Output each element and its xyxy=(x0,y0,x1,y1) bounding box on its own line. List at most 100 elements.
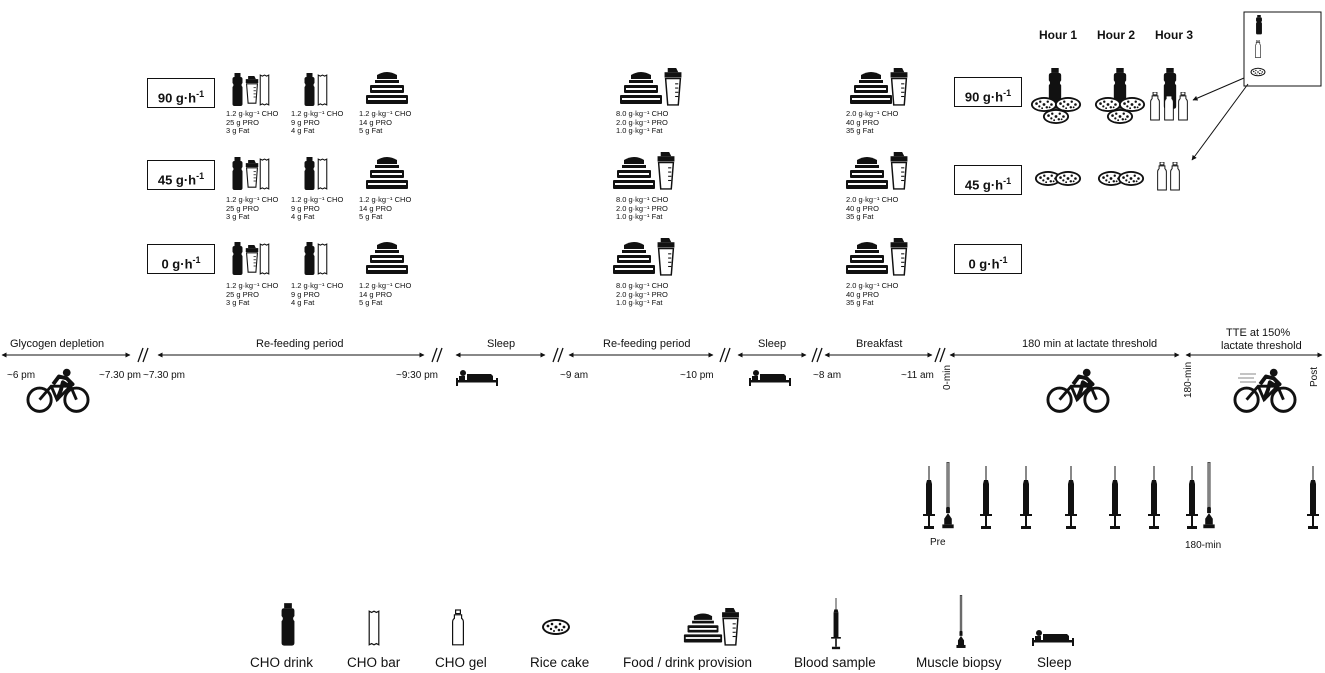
break-marks xyxy=(137,347,946,363)
blood-sample-icon xyxy=(979,466,993,530)
time-10pm: ~10 pm xyxy=(680,370,714,381)
cho-drink-icon xyxy=(1163,68,1177,109)
rate-box-0-left: 0 g·h-1 xyxy=(147,244,215,274)
phase-tte-line2: lactate threshold xyxy=(1221,340,1302,352)
shaker-icon xyxy=(656,238,676,276)
time-730pm-a: ~7.30 pm xyxy=(99,370,141,381)
legend-muscle-biopsy: Muscle biopsy xyxy=(916,655,1002,670)
shaker-icon xyxy=(663,68,683,106)
phase-tte-line1: TTE at 150% xyxy=(1226,327,1291,339)
rice-cake-icon xyxy=(1106,109,1134,124)
cyclist-icon xyxy=(1233,368,1297,414)
key-label-gel: 22 g CHO xyxy=(1279,44,1315,53)
legend-cho-bar: CHO bar xyxy=(347,655,401,670)
rice-cake-icon xyxy=(1054,97,1082,112)
time-730pm-b: ~7.30 pm xyxy=(143,370,185,381)
phase-sleep-2: Sleep xyxy=(758,338,787,350)
rice-cake-icon xyxy=(1034,171,1062,186)
blood-sample-icon xyxy=(1064,466,1078,530)
rice-cake-icon xyxy=(1054,171,1082,186)
label-pre: Pre xyxy=(930,537,946,548)
food-provision-icon xyxy=(613,242,655,274)
blood-sample-icon xyxy=(830,598,842,650)
food-provision-icon xyxy=(613,157,655,189)
exercise-intake xyxy=(1030,68,1188,191)
blood-sample-icon xyxy=(922,466,936,530)
cho-drink-icon xyxy=(304,73,315,106)
cho-drink-icon xyxy=(304,157,315,190)
cho-bar-icon xyxy=(368,610,380,646)
time-0min: 0-min xyxy=(942,364,953,390)
legend-blood-sample: Blood sample xyxy=(794,655,876,670)
shaker-icon xyxy=(889,238,909,276)
speed-lines-icon xyxy=(1238,373,1256,383)
key-arrow-1 xyxy=(1192,77,1245,101)
key-arrow-2 xyxy=(1191,83,1249,161)
key-gel-icon xyxy=(1254,40,1262,58)
hour-1-label: Hour 1 xyxy=(1039,28,1078,42)
muscle-biopsy-icon xyxy=(1203,462,1215,529)
rate-exp: -1 xyxy=(196,171,205,181)
rate-box-90-right: 90 g·h-1 xyxy=(954,77,1022,107)
sleep-icon xyxy=(456,370,498,386)
time-930pm: ~9:30 pm xyxy=(396,370,438,381)
cho-drink-icon xyxy=(232,157,243,190)
phase-refeed-1: Re-feeding period xyxy=(256,338,344,350)
legend-sleep: Sleep xyxy=(1037,655,1072,670)
cho-gel-icon xyxy=(1150,92,1160,121)
cho-gel-icon xyxy=(1178,92,1188,121)
cho-gel-icon xyxy=(1164,92,1174,121)
cho-bar-icon xyxy=(317,158,328,190)
food-provision-icon xyxy=(846,157,888,189)
shaker-icon xyxy=(245,159,259,188)
sleep-icon xyxy=(749,370,791,386)
cho-bar-icon xyxy=(317,74,328,106)
blood-sample-icon xyxy=(1147,466,1161,530)
hour-3-label: Hour 3 xyxy=(1155,28,1194,42)
key-label-ricecake: 23 g CHO xyxy=(1279,69,1315,78)
label-180min: 180-min xyxy=(1185,540,1222,551)
time-post: Post xyxy=(1309,366,1320,387)
cho-bar-icon xyxy=(259,74,270,106)
rice-cake-icon xyxy=(1117,171,1145,186)
hour-2-label: Hour 2 xyxy=(1097,28,1136,42)
legend-icons xyxy=(281,595,1074,650)
legend-cho-drink: CHO drink xyxy=(250,655,314,670)
shaker-icon xyxy=(245,244,259,273)
rice-cake-icon xyxy=(1030,97,1058,112)
rice-cake-icon xyxy=(542,619,570,635)
cho-gel-icon xyxy=(452,609,464,646)
blood-sample-icon xyxy=(1019,466,1033,530)
legend-rice-cake: Rice cake xyxy=(530,655,590,670)
cho-drink-icon xyxy=(232,242,243,275)
blood-sample-icon xyxy=(1185,466,1199,530)
cyclist-icon xyxy=(26,368,90,414)
phase-refeed-2: Re-feeding period xyxy=(603,338,691,350)
muscle-biopsy-icon xyxy=(955,595,967,649)
food-provision-icon xyxy=(683,613,723,643)
shaker-icon xyxy=(245,75,259,104)
rate-label: 0 g·h xyxy=(161,256,193,272)
food-provision-icon xyxy=(620,72,662,104)
legend-cho-gel: CHO gel xyxy=(435,655,487,670)
rice-cake-icon xyxy=(1094,97,1122,112)
blood-sample-icon xyxy=(1306,466,1320,530)
food-provision-icon xyxy=(366,157,408,189)
rate-label: 45 g·h xyxy=(964,177,1004,193)
rate-exp: -1 xyxy=(196,89,205,99)
rate-exp: -1 xyxy=(192,255,201,265)
time-6pm: ~6 pm xyxy=(7,370,36,381)
key-ricecake-icon xyxy=(1250,67,1266,77)
food-provision-icon xyxy=(366,72,408,104)
shaker-icon xyxy=(656,152,676,190)
rate-box-45-right: 45 g·h-1 xyxy=(954,165,1022,195)
phase-breakfast: Breakfast xyxy=(856,338,903,350)
